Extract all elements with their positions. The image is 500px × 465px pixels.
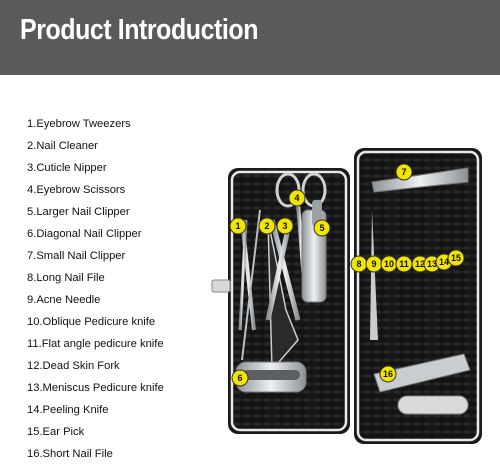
list-item: 15.Ear Pick [27, 426, 85, 438]
label-4: 4 [288, 189, 306, 207]
list-item: 13.Meniscus Pedicure knife [27, 382, 164, 394]
list-item: 7.Small Nail Clipper [27, 250, 126, 262]
list-item: 1.Eyebrow Tweezers [27, 118, 131, 130]
label-8-text: 8 [356, 259, 361, 269]
label-15-text: 15 [451, 253, 461, 263]
list-item: 6.Diagonal Nail Clipper [27, 228, 142, 240]
label-2: 2 [258, 217, 276, 235]
label-2-text: 2 [264, 221, 269, 231]
label-3-text: 3 [282, 221, 287, 231]
label-11-text: 11 [399, 259, 409, 269]
label-12: 12 [411, 255, 429, 273]
list-item: 3.Cuticle Nipper [27, 162, 107, 174]
case-right-half [354, 148, 482, 444]
label-3: 3 [276, 217, 294, 235]
label-13-text: 13 [427, 259, 437, 269]
list-item: 9.Acne Needle [27, 294, 101, 306]
list-item: 14.Peeling Knife [27, 404, 109, 416]
label-15: 15 [447, 249, 465, 267]
list-item: 16.Short Nail File [27, 448, 113, 460]
label-16: 16 [379, 365, 397, 383]
label-5: 5 [313, 219, 331, 237]
list-item: 10.Oblique Pedicure knife [27, 316, 156, 328]
label-8: 8 [350, 255, 368, 273]
label-7: 7 [395, 163, 413, 181]
list-item: 4.Eyebrow Scissors [27, 184, 126, 196]
label-6-text: 6 [237, 373, 242, 383]
label-10: 10 [380, 255, 398, 273]
label-7-text: 7 [401, 167, 406, 177]
item-list: 1.Eyebrow Tweezers 2.Nail Cleaner 3.Cuti… [27, 113, 164, 465]
list-item: 11.Flat angle pedicure knife [27, 338, 164, 350]
label-9-text: 9 [371, 259, 376, 269]
label-12-text: 12 [415, 259, 425, 269]
label-10-text: 10 [384, 259, 394, 269]
label-1-text: 1 [235, 221, 240, 231]
number-labels: 1 2 3 4 5 6 7 8 9 10 11 12 13 14 15 16 [229, 163, 465, 387]
banner-title: Product Introduction [20, 14, 259, 46]
list-item: 8.Long Nail File [27, 272, 105, 284]
manicure-case-illustration: 1 2 3 4 5 6 7 8 9 10 11 12 13 14 15 16 [211, 148, 482, 444]
label-4-text: 4 [294, 193, 299, 203]
list-item: 2.Nail Cleaner [27, 140, 98, 152]
list-item: 5.Larger Nail Clipper [27, 206, 130, 218]
label-11: 11 [395, 255, 413, 273]
label-14-text: 14 [439, 257, 449, 267]
label-9: 9 [365, 255, 383, 273]
label-6: 6 [231, 369, 249, 387]
label-5-text: 5 [319, 223, 324, 233]
label-16-text: 16 [383, 369, 393, 379]
list-item: 12.Dead Skin Fork [27, 360, 120, 372]
label-1: 1 [229, 217, 247, 235]
case-left-half [211, 168, 350, 434]
title-banner: Product Introduction [0, 0, 500, 75]
